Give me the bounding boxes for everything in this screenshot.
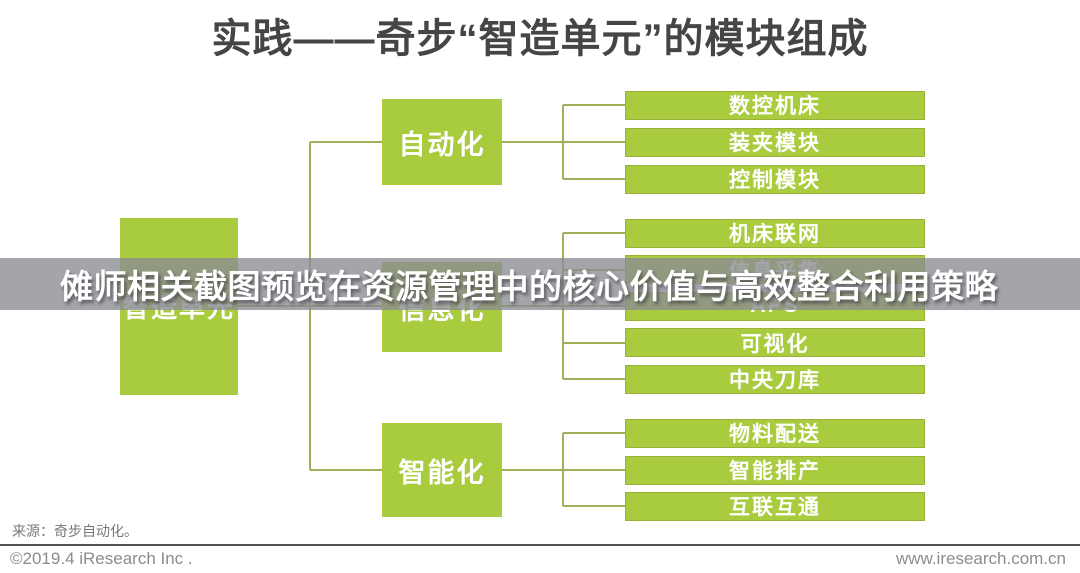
child-box-2-4: 可视化	[625, 328, 925, 357]
copyright-text: ©2019.4 iResearch Inc .	[10, 549, 193, 568]
child-box-1-1: 数控机床	[625, 90, 925, 120]
child-stub-line	[563, 178, 625, 180]
page-title: 实践——奇步“智造单元”的模块组成	[211, 17, 869, 61]
group-out-line	[502, 469, 563, 471]
group-box-3: 智能化	[382, 423, 502, 517]
website-text: www.iresearch.com.cn	[895, 549, 1066, 568]
group-box-1: 自动化	[382, 99, 502, 185]
group-out-line	[502, 141, 563, 143]
child-box-3-2: 智能排产	[625, 455, 925, 485]
child-box-2-5: 中央刀库	[625, 364, 925, 394]
child-stub-line	[563, 232, 625, 234]
child-stub-line	[563, 505, 625, 507]
child-box-2-1: 机床联网	[625, 218, 925, 248]
group-branch-line	[310, 469, 382, 471]
watermark-text: 傩师相关截图预览在资源管理中的核心价值与高效整合利用策略	[60, 268, 998, 305]
child-stub-line	[563, 341, 625, 344]
child-stub-line	[563, 104, 625, 106]
child-box-3-3: 互联互通	[625, 491, 925, 521]
child-box-1-3: 控制模块	[625, 164, 925, 194]
footer-divider	[0, 544, 1080, 546]
child-stub-line	[563, 469, 625, 471]
child-box-3-1: 物料配送	[625, 418, 925, 448]
child-stub-line	[563, 432, 625, 434]
child-stub-line	[563, 141, 625, 143]
source-note: 来源：奇步自动化。	[12, 523, 138, 539]
watermark-band: 傩师相关截图预览在资源管理中的核心价值与高效整合利用策略	[0, 258, 1080, 310]
child-stub-line	[563, 378, 625, 380]
group-branch-line	[310, 141, 382, 143]
child-box-1-2: 装夹模块	[625, 127, 925, 157]
